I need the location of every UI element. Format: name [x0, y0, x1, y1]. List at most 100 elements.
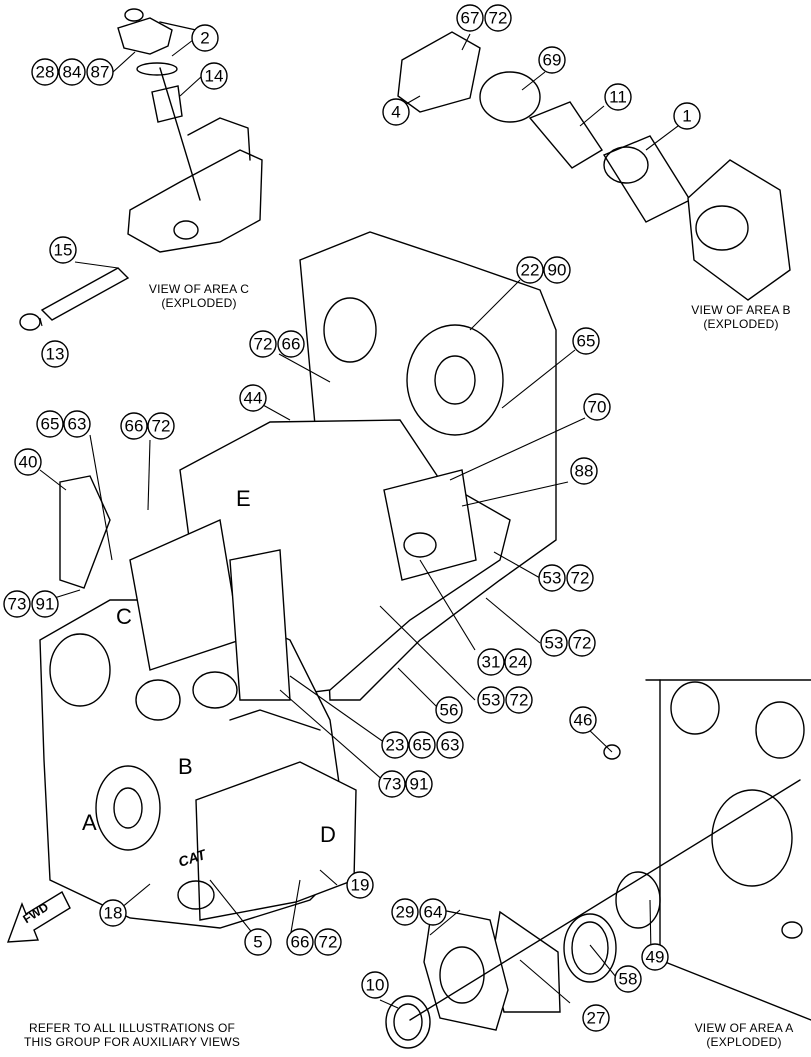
svg-text:56: 56 [440, 701, 459, 720]
callout-91: 91 [31, 590, 59, 618]
callout-53: 53 [477, 686, 505, 714]
svg-text:18: 18 [104, 904, 123, 923]
callout-24: 24 [504, 648, 532, 676]
refer-note-line2: THIS GROUP FOR AUXILIARY VIEWS [23, 1035, 241, 1049]
callout-72: 72 [249, 330, 277, 358]
svg-text:58: 58 [619, 970, 638, 989]
svg-text:64: 64 [424, 903, 443, 922]
callout-18: 18 [99, 899, 127, 927]
svg-text:72: 72 [489, 9, 508, 28]
callout-72: 72 [566, 564, 594, 592]
callout-67: 67 [456, 4, 484, 32]
area-label-e: E [236, 486, 251, 511]
callout-23: 23 [381, 731, 409, 759]
svg-text:91: 91 [410, 775, 429, 794]
caption-area-c-line2: (EXPLODED) [161, 296, 237, 310]
callout-53: 53 [540, 629, 568, 657]
callout-66: 66 [277, 330, 305, 358]
svg-text:13: 13 [46, 345, 65, 364]
svg-text:14: 14 [205, 67, 224, 86]
svg-text:10: 10 [366, 976, 385, 995]
svg-text:72: 72 [319, 933, 338, 952]
callout-65: 65 [408, 731, 436, 759]
callout-49: 49 [641, 943, 669, 971]
callout-66: 66 [286, 928, 314, 956]
svg-text:88: 88 [575, 462, 594, 481]
caption-area-b: VIEW OF AREA B (EXPLODED) [676, 303, 806, 331]
callout-87: 87 [86, 58, 114, 86]
svg-text:28: 28 [36, 63, 55, 82]
callout-88: 88 [570, 457, 598, 485]
callout-11: 11 [604, 83, 632, 111]
transmission-housing [39, 231, 557, 929]
svg-text:2: 2 [200, 29, 209, 48]
callout-72: 72 [568, 629, 596, 657]
callout-1: 1 [673, 102, 701, 130]
svg-text:72: 72 [152, 417, 171, 436]
caption-area-a-line1: VIEW OF AREA A [694, 1021, 794, 1035]
svg-text:40: 40 [19, 453, 38, 472]
svg-text:31: 31 [482, 653, 501, 672]
svg-text:66: 66 [282, 335, 301, 354]
svg-text:65: 65 [41, 415, 60, 434]
callout-46: 46 [569, 706, 597, 734]
area-label-b: B [178, 754, 193, 779]
callout-64: 64 [419, 898, 447, 926]
svg-text:29: 29 [396, 903, 415, 922]
callout-58: 58 [614, 965, 642, 993]
callout-63: 63 [436, 731, 464, 759]
area-label-c: C [116, 604, 132, 629]
svg-text:22: 22 [521, 261, 540, 280]
svg-text:46: 46 [574, 711, 593, 730]
callout-72: 72 [147, 412, 175, 440]
area-a-exploded-parts [385, 679, 811, 1049]
callout-14: 14 [200, 62, 228, 90]
svg-text:5: 5 [253, 933, 262, 952]
area-b-exploded-parts [397, 31, 791, 301]
callout-73: 73 [378, 770, 406, 798]
callout-2: 2 [191, 24, 219, 52]
svg-text:69: 69 [543, 51, 562, 70]
callout-40: 40 [14, 448, 42, 476]
caption-area-b-line1: VIEW OF AREA B [691, 303, 791, 317]
callout-56: 56 [435, 696, 463, 724]
callout-19: 19 [346, 871, 374, 899]
callout-66: 66 [120, 412, 148, 440]
svg-text:66: 66 [125, 417, 144, 436]
callout-84: 84 [58, 58, 86, 86]
callout-44: 44 [239, 384, 267, 412]
svg-text:15: 15 [54, 241, 73, 260]
caption-area-a-line2: (EXPLODED) [706, 1035, 782, 1049]
callout-15: 15 [49, 236, 77, 264]
area-label-d: D [320, 822, 336, 847]
svg-text:90: 90 [548, 261, 567, 280]
svg-text:53: 53 [482, 691, 501, 710]
svg-text:66: 66 [291, 933, 310, 952]
callout-29: 29 [391, 898, 419, 926]
svg-text:19: 19 [351, 876, 370, 895]
callout-65: 65 [36, 410, 64, 438]
callout-69: 69 [538, 46, 566, 74]
area-label-a: A [82, 810, 97, 835]
svg-text:1: 1 [682, 107, 691, 126]
callout-73: 73 [3, 590, 31, 618]
callout-13: 13 [41, 340, 69, 368]
svg-text:49: 49 [646, 948, 665, 967]
callout-90: 90 [543, 256, 571, 284]
refer-note-line1: REFER TO ALL ILLUSTRATIONS OF [28, 1021, 236, 1035]
svg-text:53: 53 [545, 634, 564, 653]
callout-22: 22 [516, 256, 544, 284]
svg-text:87: 87 [91, 63, 110, 82]
svg-text:72: 72 [571, 569, 590, 588]
caption-area-c: VIEW OF AREA C (EXPLODED) [134, 282, 264, 310]
callout-5: 5 [244, 928, 272, 956]
part-callouts: 28 84 87 2 14 15 13 67 72 69 4 11 1 22 9… [3, 4, 701, 1032]
callout-28: 28 [31, 58, 59, 86]
svg-text:23: 23 [386, 736, 405, 755]
svg-text:70: 70 [588, 398, 607, 417]
svg-text:72: 72 [510, 691, 529, 710]
svg-text:4: 4 [391, 103, 400, 122]
area-c-exploded-parts [19, 8, 263, 331]
callout-91: 91 [405, 770, 433, 798]
